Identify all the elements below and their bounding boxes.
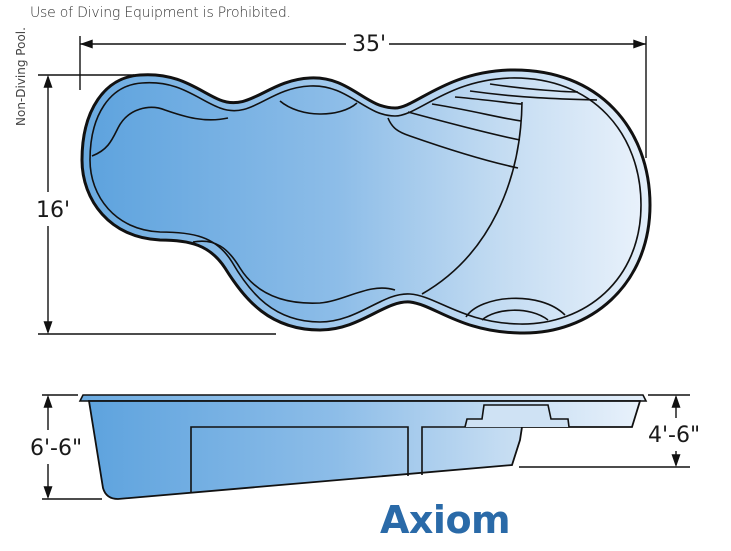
profile-deep-bench bbox=[190, 426, 409, 493]
bottom-left-bench-line bbox=[192, 240, 396, 304]
non-diving-label: Non-Diving Pool. bbox=[14, 27, 28, 126]
shallow-end-depth-label: 4'-6" bbox=[646, 421, 703, 451]
width-dimension-label: 16' bbox=[34, 196, 73, 226]
left-bench-line bbox=[91, 106, 229, 157]
profile-shell bbox=[87, 400, 642, 500]
profile-step bbox=[464, 404, 570, 428]
plan-view bbox=[80, 68, 652, 335]
top-bench-line bbox=[279, 100, 358, 115]
profile-dimensions bbox=[42, 394, 690, 500]
bottom-bench-arches bbox=[465, 297, 566, 321]
entry-steps bbox=[387, 83, 598, 295]
model-name-title: Axiom bbox=[380, 498, 511, 542]
profile-view bbox=[78, 394, 648, 500]
diving-prohibited-notice: Use of Diving Equipment is Prohibited. bbox=[30, 5, 291, 21]
length-dimension-label: 35' bbox=[349, 34, 390, 56]
deep-end-depth-label: 6'-6" bbox=[28, 434, 85, 464]
plan-dimensions bbox=[38, 36, 647, 335]
pool-outline-inner bbox=[89, 77, 642, 325]
